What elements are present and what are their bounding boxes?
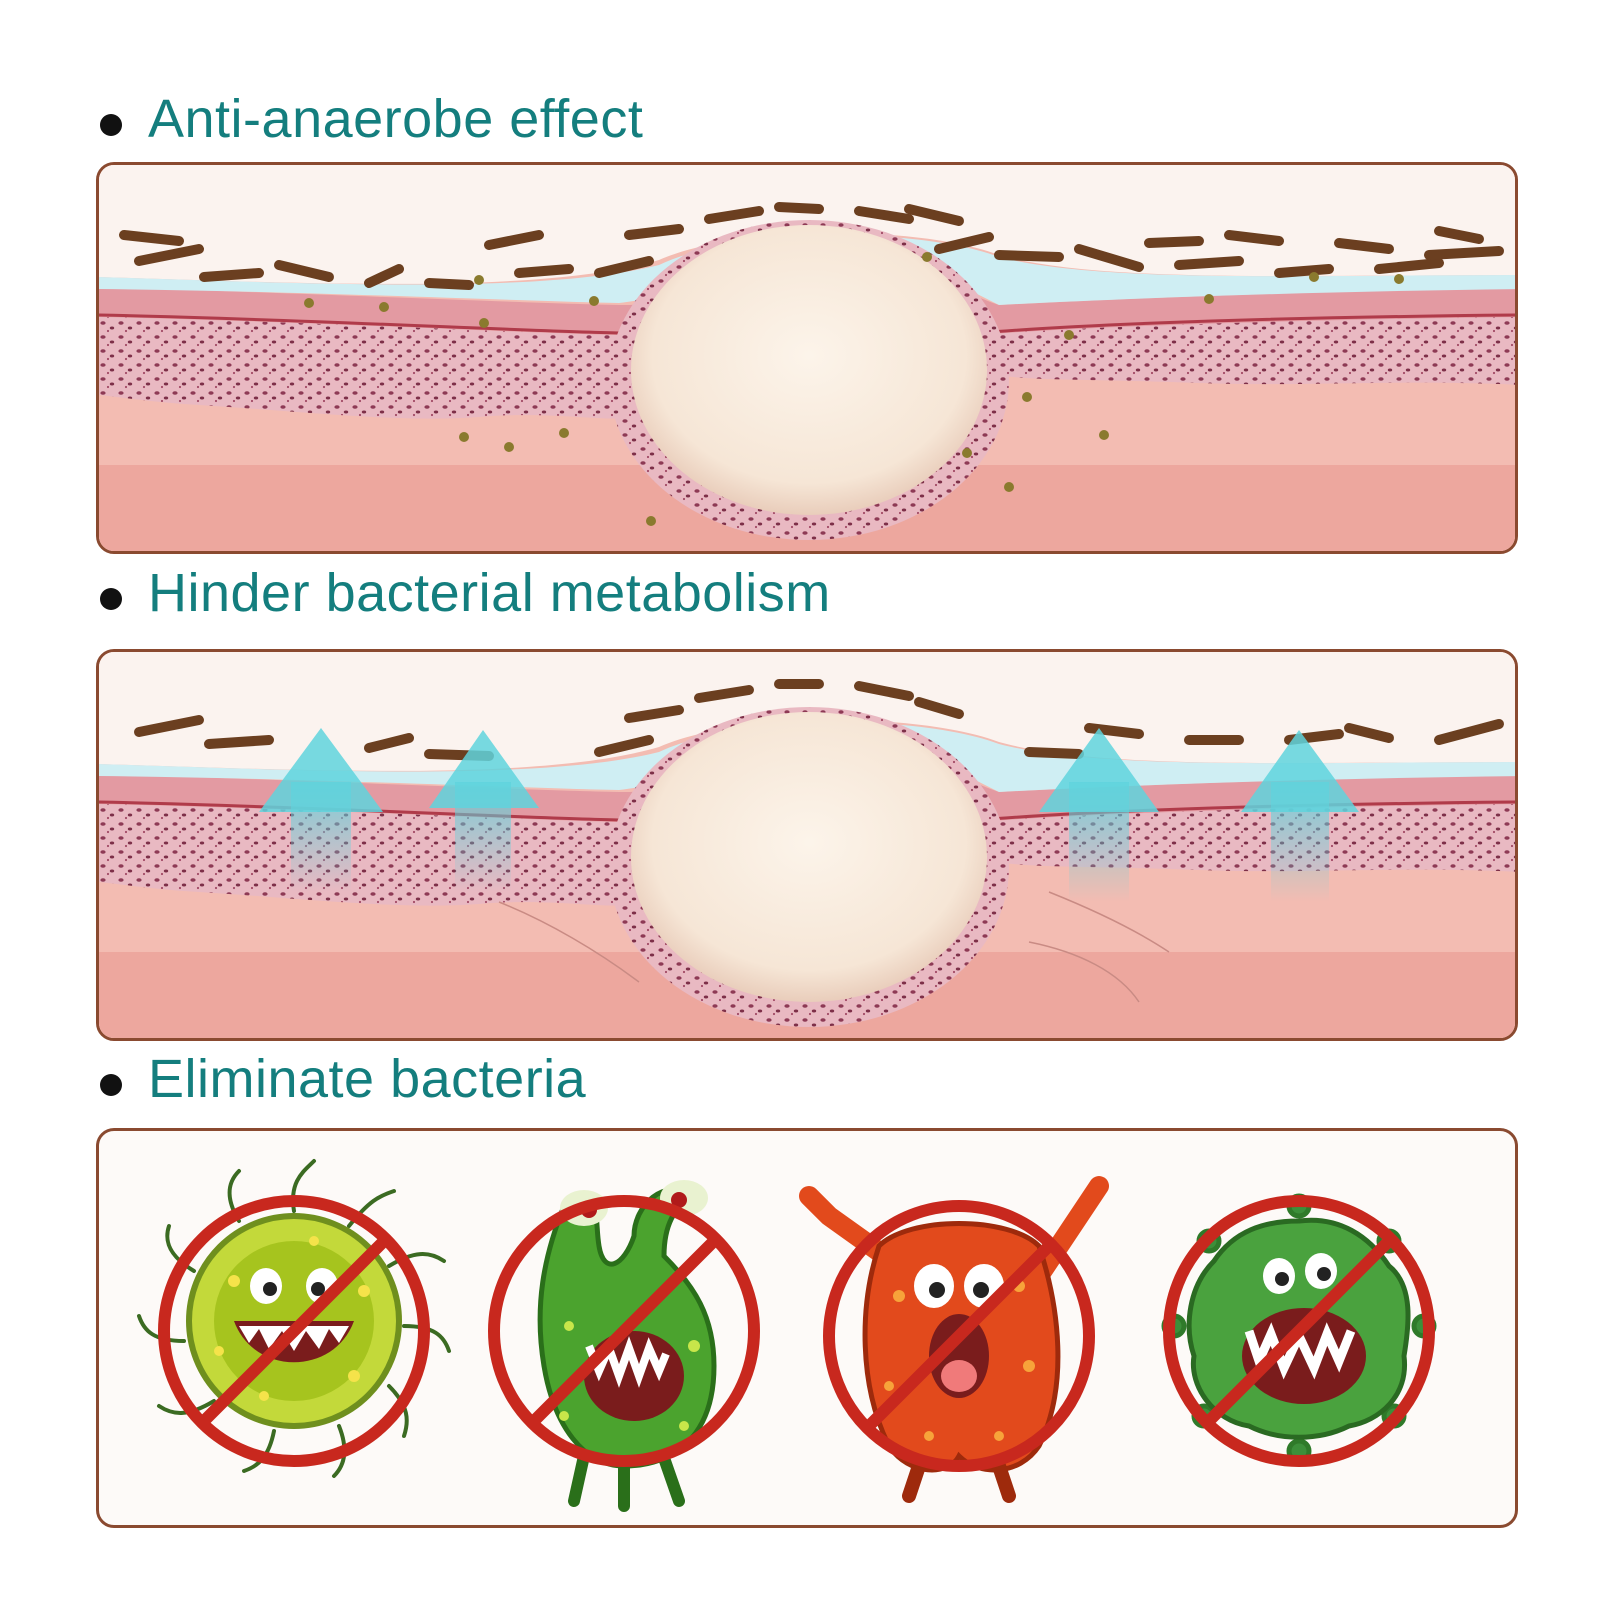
heading-text: Hinder bacterial metabolism bbox=[148, 563, 831, 623]
bacteria-dots bbox=[304, 252, 1404, 526]
yellow-spiky-bacterium bbox=[137, 1159, 451, 1478]
prohibit-sign-2 bbox=[488, 1195, 760, 1467]
heading-text: Anti-anaerobe effect bbox=[148, 89, 644, 149]
dirt-particles bbox=[134, 679, 1504, 761]
cyst bbox=[631, 225, 987, 515]
prohibit-sign-3 bbox=[823, 1200, 1095, 1472]
bullet-icon bbox=[100, 588, 122, 610]
epidermis-layer bbox=[99, 246, 1515, 335]
skin-illustration-1 bbox=[99, 165, 1515, 551]
bullet-icon bbox=[100, 114, 122, 136]
eliminate-bacteria-panel bbox=[96, 1128, 1518, 1528]
cyan-arrow-2 bbox=[429, 730, 539, 892]
bacteria-illustration bbox=[137, 1159, 1437, 1512]
cyan-arrow-1 bbox=[259, 728, 383, 892]
heading-text: Eliminate bacteria bbox=[148, 1049, 587, 1109]
skin-cross-section-panel-2 bbox=[96, 649, 1518, 1041]
cyst bbox=[631, 712, 987, 1002]
heading-hinder-metabolism: Hinder bacterial metabolism bbox=[100, 562, 831, 624]
cyan-arrow-4 bbox=[1241, 730, 1359, 902]
dermis-layer-left bbox=[99, 317, 639, 419]
heading-anti-anaerobe: Anti-anaerobe effect bbox=[100, 88, 643, 150]
dirt-particles bbox=[119, 202, 1504, 290]
cyan-arrow-3 bbox=[1039, 728, 1159, 902]
heading-eliminate-bacteria: Eliminate bacteria bbox=[100, 1048, 586, 1110]
skin-cross-section-panel-1 bbox=[96, 162, 1518, 554]
prohibit-sign-4 bbox=[1163, 1195, 1435, 1467]
skin-illustration-2 bbox=[99, 652, 1515, 1038]
dermis-layer-right bbox=[979, 317, 1515, 385]
bullet-icon bbox=[100, 1074, 122, 1096]
prohibit-sign-1 bbox=[158, 1195, 430, 1467]
